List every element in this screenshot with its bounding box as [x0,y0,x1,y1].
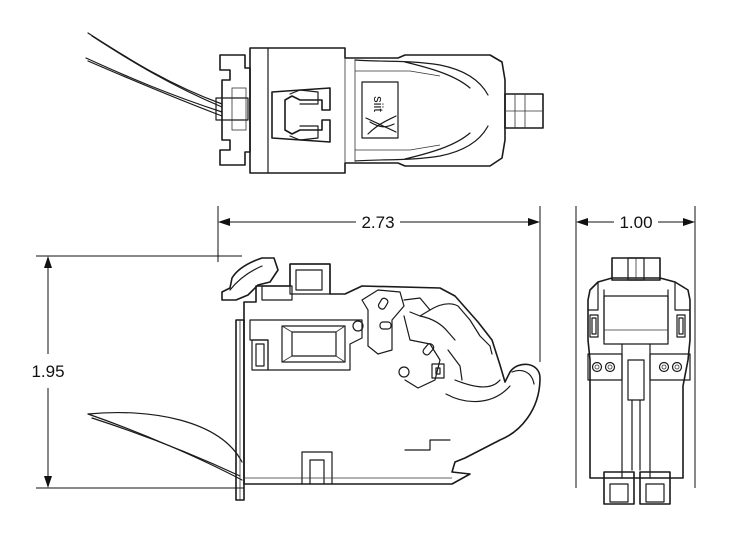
depth-label: 1.00 [619,213,652,232]
dimension-width: 2.73 [217,206,541,362]
dimension-depth: 1.00 [575,206,696,488]
logo-box [361,81,399,139]
top-view: siit [85,32,544,174]
logo-text: siit [371,96,386,112]
dimension-height: 1.95 [31,255,244,489]
height-label: 1.95 [31,362,64,381]
width-label: 2.73 [361,213,394,232]
front-view [587,257,691,505]
side-view [87,257,541,501]
logo-mark [365,115,397,135]
